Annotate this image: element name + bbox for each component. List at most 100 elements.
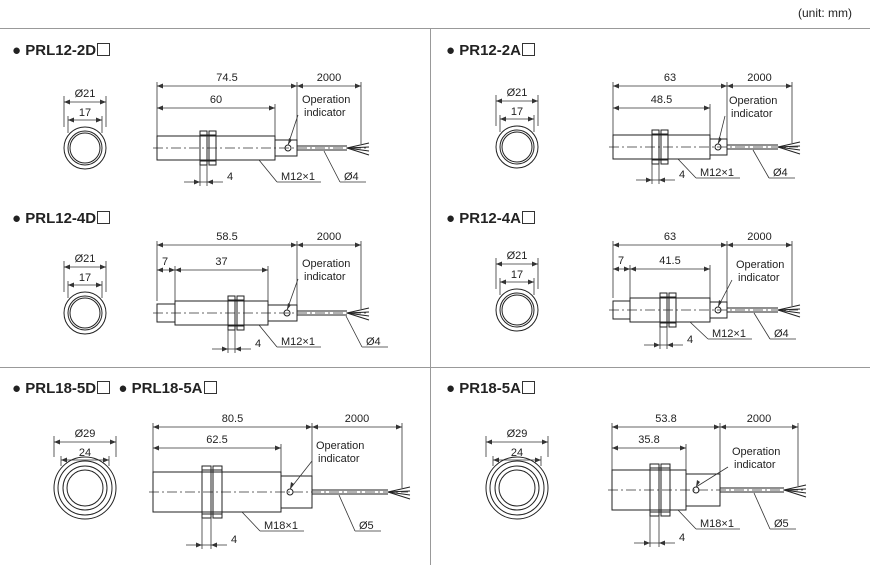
lock-nut: [201, 465, 212, 519]
total-length: 74.5: [216, 72, 237, 84]
unit-label: (unit: mm): [798, 6, 852, 20]
front-inner-size: 24: [79, 447, 91, 459]
indicator-label-line1: Operation: [316, 440, 364, 452]
model-title-pr12-2a: ● PR12-2A: [446, 42, 535, 59]
cable-diameter: Ø4: [366, 336, 381, 348]
model-title-pr18-5a: ● PR18-5A: [446, 380, 535, 397]
front-view-outer: [63, 126, 107, 170]
cable-length: 2000: [747, 72, 771, 84]
indicator-label-line1: Operation: [302, 258, 350, 270]
cable-diameter: Ø5: [774, 518, 789, 530]
total-length: 53.8: [655, 413, 676, 425]
indicator-label-line2: indicator: [734, 459, 776, 471]
total-length: 80.5: [222, 413, 243, 425]
body-length: 60: [210, 94, 222, 106]
top-divider: [0, 28, 870, 29]
lock-nut: [199, 130, 208, 166]
indicator-label-line1: Operation: [732, 446, 780, 458]
sensor-cap: [685, 473, 721, 507]
lock-nut: [660, 463, 671, 517]
column-divider: [430, 28, 431, 565]
cable-length: 2000: [747, 231, 771, 243]
front-inner-size: 17: [511, 106, 523, 118]
body-length: 41.5: [659, 255, 680, 267]
body-length: 62.5: [206, 434, 227, 446]
front-outer-diameter: Ø21: [507, 87, 528, 99]
cable-length: 2000: [747, 413, 771, 425]
lock-nut: [660, 129, 669, 165]
nut-thickness: 4: [227, 171, 233, 183]
thread-size: M18×1: [264, 520, 298, 532]
total-length: 58.5: [216, 231, 237, 243]
front-view-outer: [485, 456, 549, 520]
front-inner-size: 24: [511, 447, 523, 459]
lock-nut: [227, 295, 236, 331]
front-view-outer: [53, 456, 117, 520]
lock-nut: [651, 129, 660, 165]
indicator-label-line1: Operation: [302, 94, 350, 106]
nut-thickness: 4: [231, 534, 237, 546]
indicator-label-line1: Operation: [729, 95, 777, 107]
total-length: 63: [664, 72, 676, 84]
indicator-label-line2: indicator: [738, 272, 780, 284]
front-outer-diameter: Ø21: [75, 88, 96, 100]
sensor-cap: [709, 301, 728, 319]
cable-diameter: Ø4: [773, 167, 788, 179]
model-title-prl12-4d: ● PRL12-4D: [12, 210, 111, 227]
model-title-pr12-4a: ● PR12-4A: [446, 210, 535, 227]
cable-length: 2000: [317, 72, 341, 84]
lock-nut: [212, 465, 223, 519]
lock-nut: [208, 130, 217, 166]
nut-thickness: 4: [255, 338, 261, 350]
body-length: 37: [215, 256, 227, 268]
sensor-cap: [709, 138, 728, 156]
indicator-label-line2: indicator: [304, 271, 346, 283]
front-view-outer: [495, 288, 539, 332]
cable-diameter: Ø4: [774, 328, 789, 340]
indicator-label-line2: indicator: [318, 453, 360, 465]
head-length: 7: [618, 255, 624, 267]
thread-size: M12×1: [281, 171, 315, 183]
row-divider: [0, 367, 870, 368]
cable-length: 2000: [317, 231, 341, 243]
front-outer-diameter: Ø29: [75, 428, 96, 440]
cable-length: 2000: [345, 413, 369, 425]
thread-size: M12×1: [281, 336, 315, 348]
front-inner-size: 17: [511, 269, 523, 281]
nut-thickness: 4: [687, 334, 693, 346]
thread-size: M12×1: [700, 167, 734, 179]
front-outer-diameter: Ø21: [75, 253, 96, 265]
thread-size: M18×1: [700, 518, 734, 530]
indicator-label-line2: indicator: [304, 107, 346, 119]
model-title-prl18-5d: ● PRL18-5D ● PRL18-5A: [12, 380, 217, 397]
model-title-prl12-2d: ● PRL12-2D: [12, 42, 111, 59]
sensor-cap: [280, 475, 313, 509]
nut-thickness: 4: [679, 169, 685, 181]
body-length: 35.8: [638, 434, 659, 446]
sensor-cap: [274, 139, 298, 157]
front-inner-size: 17: [79, 107, 91, 119]
front-outer-diameter: Ø29: [507, 428, 528, 440]
front-view-outer: [495, 125, 539, 169]
thread-size: M12×1: [712, 328, 746, 340]
indicator-label-line2: indicator: [731, 108, 773, 120]
lock-nut: [668, 292, 677, 328]
front-outer-diameter: Ø21: [507, 250, 528, 262]
front-view-outer: [63, 291, 107, 335]
cable-diameter: Ø5: [359, 520, 374, 532]
indicator-label-line1: Operation: [736, 259, 784, 271]
cable-diameter: Ø4: [344, 171, 359, 183]
head-length: 7: [162, 256, 168, 268]
total-length: 63: [664, 231, 676, 243]
lock-nut: [649, 463, 660, 517]
nut-thickness: 4: [679, 532, 685, 544]
lock-nut: [236, 295, 245, 331]
sensor-cap: [267, 304, 298, 322]
